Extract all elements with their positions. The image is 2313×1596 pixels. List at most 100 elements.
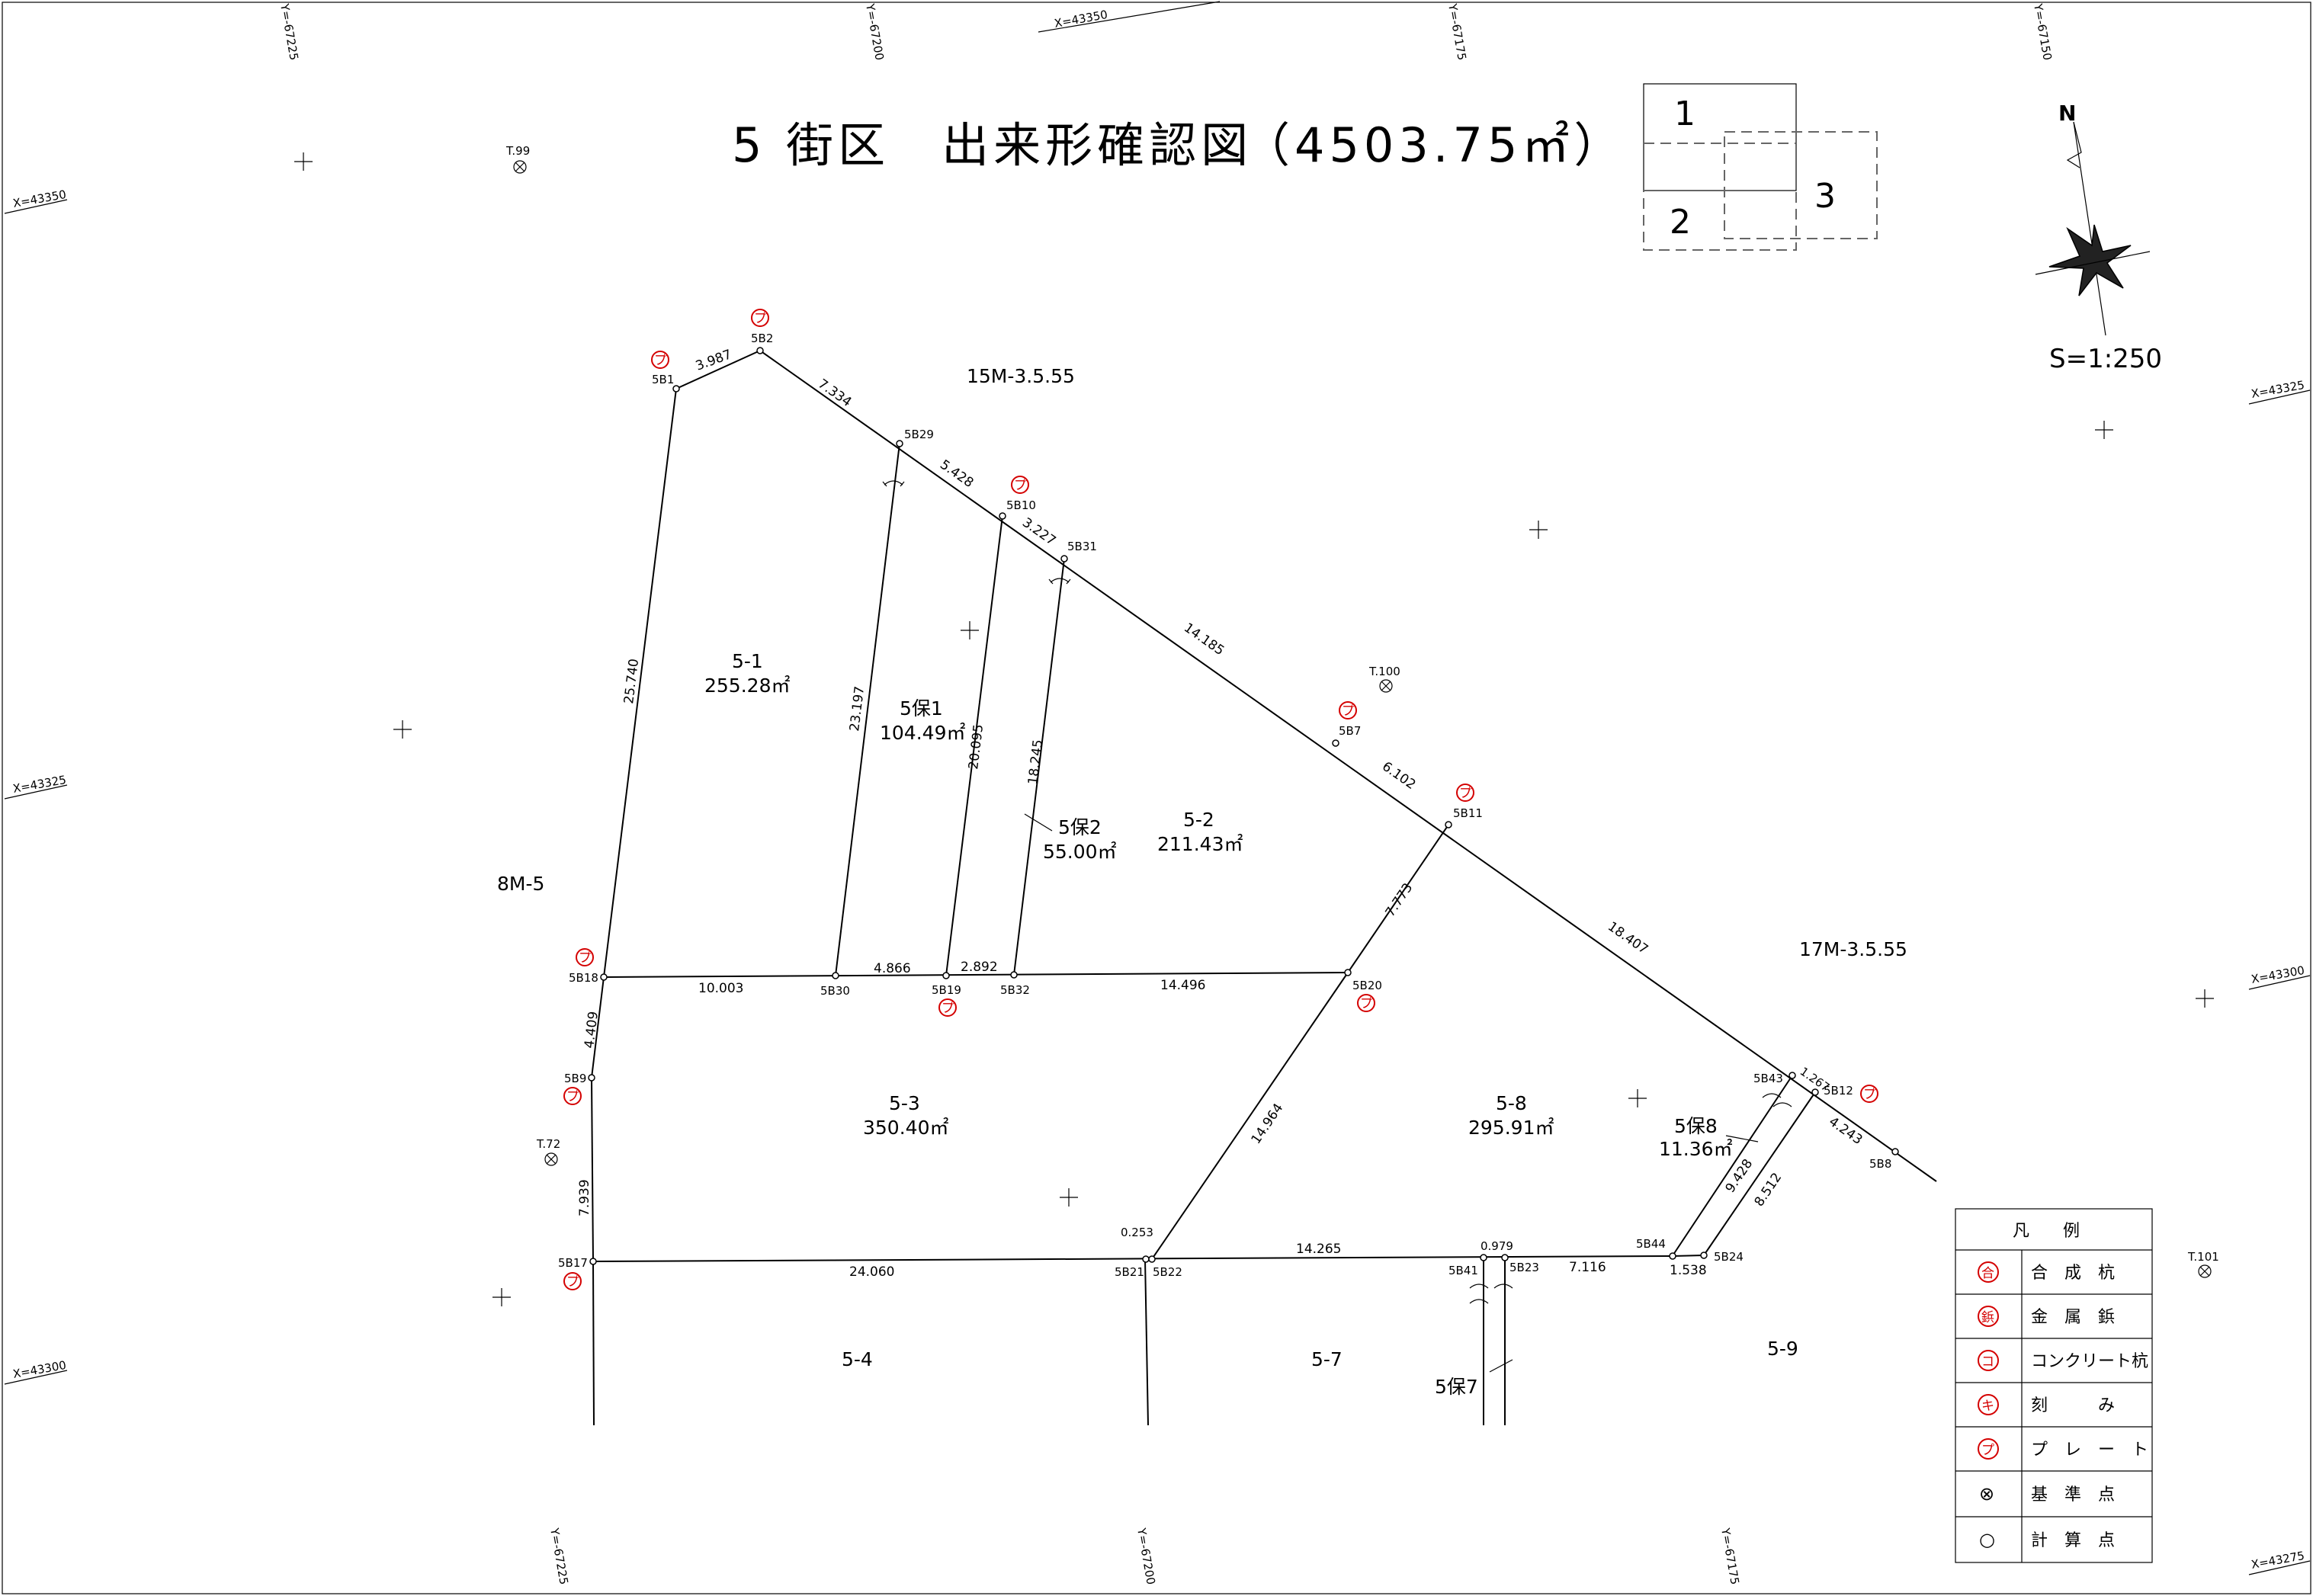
legend-row: コ コンクリート杭 <box>1978 1350 2148 1371</box>
point-label: 5B11 <box>1453 806 1483 820</box>
sheet-3-box <box>1724 131 1878 239</box>
dimension-label: 3.987 <box>694 347 734 373</box>
drawing-total-area: （4503.75㎡） <box>1243 117 1625 173</box>
legend-label: 計 算 点 <box>2031 1531 2115 1550</box>
calc-point-icon <box>832 972 839 979</box>
north-arrow-icon: N <box>2035 101 2151 336</box>
point-label: 5B32 <box>1000 983 1030 997</box>
sheet-1-label: 1 <box>1674 95 1695 133</box>
dimension-label: 10.003 <box>698 981 743 996</box>
calc-points <box>588 347 1899 1265</box>
legend-label: 刻 み <box>2031 1396 2115 1415</box>
north-label: N <box>2058 101 2076 126</box>
grid-crosses <box>294 152 2214 1306</box>
neighbor-label: 17M-3.5.55 <box>1799 938 1907 960</box>
grid-y-top-3: Y=-67175 <box>1445 2 1469 62</box>
sheet-index-key: 1 2 3 <box>1643 83 1878 251</box>
dimension-label: 7.939 <box>577 1179 592 1216</box>
point-label: 5B18 <box>569 971 598 985</box>
grid-labels: Y=-67225 Y=-67200 Y=-67175 Y=-67150 Y=-6… <box>4 1 2311 1586</box>
plate-marker-icon: プ <box>563 1272 582 1290</box>
plate-marker-icon: プ <box>1011 476 1029 494</box>
parcel-area: 11.36㎡ <box>1659 1138 1733 1160</box>
reference-point-label: T.101 <box>2187 1250 2219 1264</box>
grid-x-left-1: X=43350 <box>12 187 68 210</box>
parcel-area: 55.00㎡ <box>1043 841 1117 863</box>
reference-point-icon: ⊗ <box>1979 1483 1994 1505</box>
calc-point-icon: ○ <box>1979 1529 1995 1550</box>
legend-label: 金 属 鋲 <box>2031 1308 2115 1327</box>
legend-symbol: プ <box>1981 1443 1994 1458</box>
parcel-name: 5保1 <box>900 697 943 719</box>
grid-y-top-1: Y=-67225 <box>277 2 301 62</box>
dimension-label: 23.197 <box>847 685 868 732</box>
concrete-pile-icon <box>1978 1350 1999 1371</box>
legend-row: ○ 計 算 点 <box>1979 1529 2115 1550</box>
calc-point-icon <box>1142 1255 1150 1263</box>
point-label: 5B43 <box>1753 1072 1783 1085</box>
svg-text:プ: プ <box>579 950 592 966</box>
dimension-label: 1.538 <box>1670 1263 1707 1278</box>
svg-text:プ: プ <box>1342 703 1355 719</box>
metal-rivet-icon <box>1978 1306 1999 1327</box>
plate-marker-icon: プ <box>651 351 669 369</box>
neighbor-label: 5-7 <box>1311 1348 1343 1370</box>
dimension-label: 5.428 <box>937 457 976 491</box>
calc-point-icon <box>1700 1251 1708 1259</box>
calc-point-icon <box>588 1074 595 1082</box>
dimension-label: 2.892 <box>961 960 998 975</box>
dimension-label: 4.409 <box>582 1011 602 1050</box>
dimension-label: 14.496 <box>1160 978 1205 993</box>
plate-marker-icon: プ <box>751 309 769 327</box>
parcel-name: 5-2 <box>1183 809 1214 831</box>
grid-y-top-2: Y=-67200 <box>863 2 887 62</box>
point-label: 5B10 <box>1006 498 1036 512</box>
reference-point-icon <box>2198 1264 2212 1278</box>
calc-point-icon <box>1788 1072 1796 1079</box>
grid-x-left-3: X=43300 <box>12 1358 68 1381</box>
calc-point-icon <box>999 512 1006 520</box>
point-label: 5B8 <box>1869 1157 1891 1171</box>
dimension-label: 6.102 <box>1379 759 1418 793</box>
grid-x-left-2: X=43325 <box>12 773 68 796</box>
calc-point-icon <box>1445 821 1452 828</box>
calc-point-icon <box>756 347 764 354</box>
point-label: 5B24 <box>1714 1250 1744 1264</box>
sheet-3-label: 3 <box>1814 177 1836 216</box>
plate-marker-icon: プ <box>1357 994 1375 1012</box>
dimension-label: 4.866 <box>874 961 911 976</box>
calc-point-icon <box>1891 1148 1899 1155</box>
calc-point-icon <box>600 973 608 981</box>
point-label: 5B17 <box>558 1256 588 1270</box>
parcel-name: 5-1 <box>732 650 763 672</box>
parcel-area: 295.91㎡ <box>1468 1117 1554 1139</box>
point-labels: 5B1 5B2 5B29 5B10 5B31 5B7 5B11 5B18 5B3… <box>558 332 1891 1279</box>
reference-point-label: T.99 <box>505 144 530 158</box>
dimension-label: 0.979 <box>1481 1239 1513 1253</box>
point-label: 5B29 <box>904 428 934 441</box>
legend-symbol: コ <box>1981 1354 1994 1370</box>
sheet-2-box <box>1643 143 1797 251</box>
grid-y-bottom-2: Y=-67200 <box>1134 1527 1158 1586</box>
neighbor-label: 8M-5 <box>497 873 544 895</box>
point-label: 5B20 <box>1352 979 1382 992</box>
svg-text:プ: プ <box>566 1089 579 1104</box>
calc-point-icon <box>589 1258 597 1265</box>
scale-label: S=1:250 <box>2049 344 2162 374</box>
dimension-label: 7.116 <box>1569 1260 1606 1275</box>
plate-marker-icon: プ <box>576 948 594 966</box>
parcel-boundaries <box>591 349 1937 1426</box>
calc-point-icon <box>1480 1254 1487 1261</box>
parcel-name: 5保8 <box>1674 1115 1718 1137</box>
dimension-label: 18.245 <box>1025 739 1046 785</box>
parcel-area: 211.43㎡ <box>1157 833 1243 855</box>
legend-row: ⊗ 基 準 点 <box>1979 1483 2115 1505</box>
dimension-label: 24.060 <box>849 1264 894 1280</box>
svg-text:プ: プ <box>1863 1087 1876 1102</box>
legend-symbol: キ <box>1981 1399 1994 1414</box>
legend-label: プ レ ー ト <box>2031 1441 2148 1460</box>
sheet-2-label: 2 <box>1670 203 1691 242</box>
reference-point-icon <box>544 1152 558 1166</box>
